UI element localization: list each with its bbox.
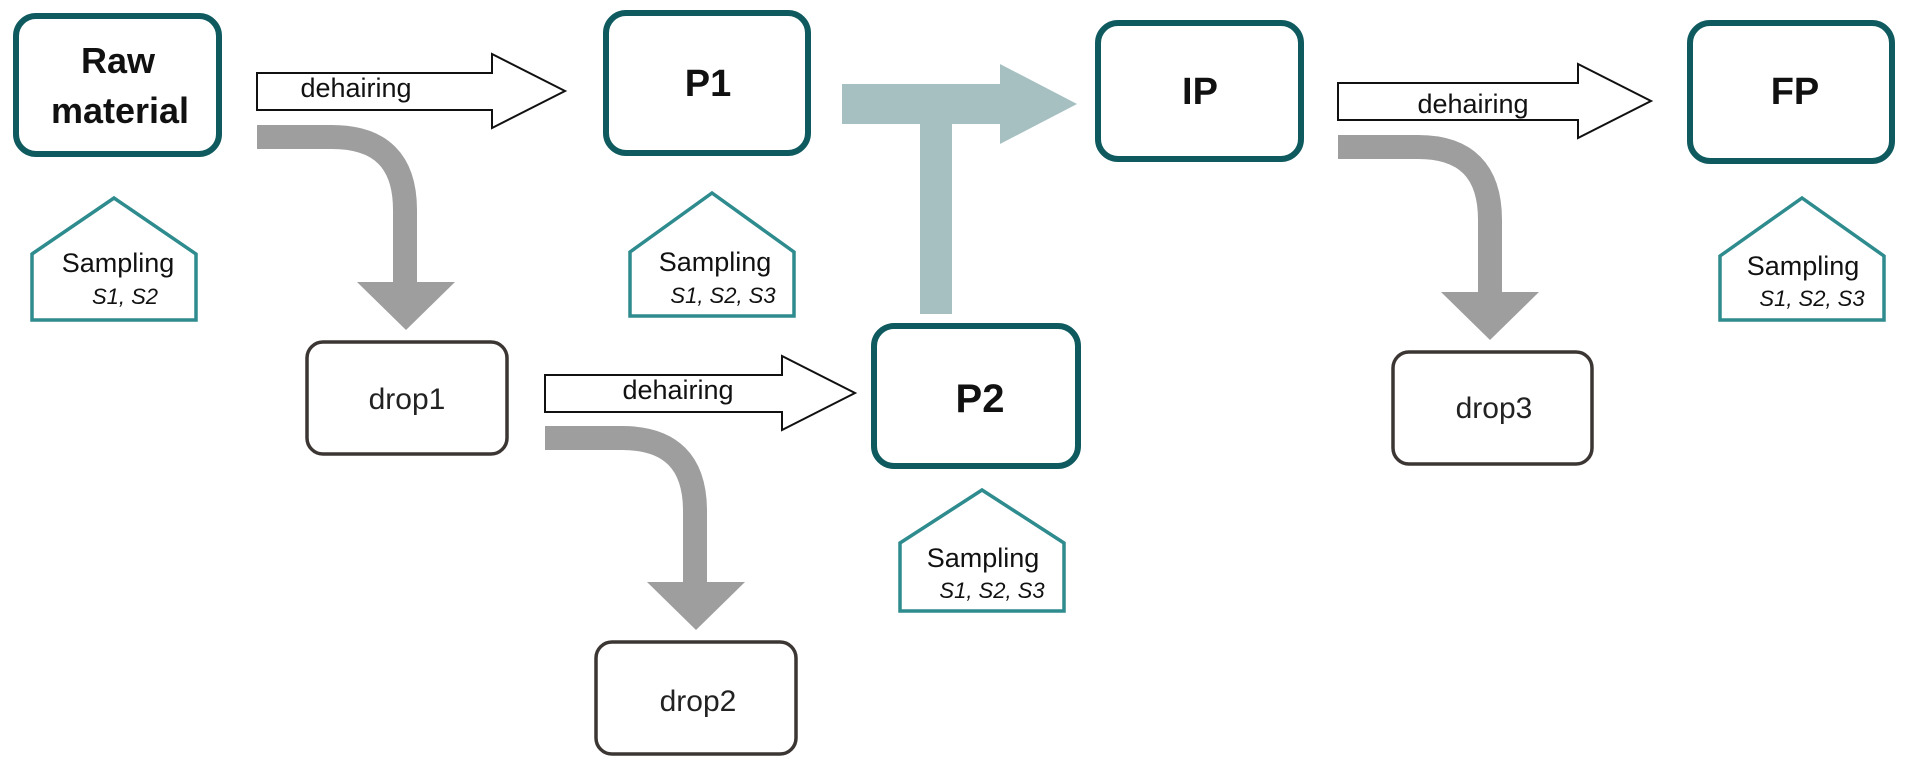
stage-label: P1 <box>685 63 731 105</box>
stage-label: IP <box>1182 71 1218 113</box>
sampling-marker-p2: Sampling S1, S2, S3 <box>898 487 1066 613</box>
stage-fp: FP <box>1687 20 1895 164</box>
sampling-codes: S1, S2, S3 <box>1759 286 1865 311</box>
sampling-codes: S1, S2, S3 <box>939 578 1045 603</box>
sampling-title: Sampling <box>659 247 772 277</box>
drop-box-3: drop3 <box>1391 350 1594 466</box>
stage-label: FP <box>1771 71 1820 113</box>
stage-label-line1: Raw <box>81 40 156 81</box>
sampling-marker-fp: Sampling S1, S2, S3 <box>1718 195 1886 322</box>
stage-ip: IP <box>1095 20 1304 162</box>
sampling-title: Sampling <box>62 248 175 278</box>
stage-label: P2 <box>956 377 1005 421</box>
stage-p2: P2 <box>871 323 1081 469</box>
dehairing-arrow-drop1-to-p2: dehairing <box>544 354 858 432</box>
stage-label-line2: material <box>51 90 189 131</box>
stage-raw-material: Raw material <box>13 13 222 157</box>
dehairing-label: dehairing <box>1417 89 1528 119</box>
waste-arrow-drop1-to-drop2 <box>545 426 745 630</box>
merge-arrow-into-ip <box>842 64 1077 314</box>
dehairing-arrow-raw-to-p1: dehairing <box>256 52 568 130</box>
waste-arrow-raw-to-drop1 <box>257 125 455 330</box>
drop-box-2: drop2 <box>594 640 798 756</box>
dehairing-arrow-ip-to-fp: dehairing <box>1337 62 1654 140</box>
sampling-marker-p1: Sampling S1, S2, S3 <box>628 190 796 318</box>
drop-label: drop1 <box>369 383 446 416</box>
stage-p1: P1 <box>603 10 811 156</box>
sampling-title: Sampling <box>927 543 1040 573</box>
sampling-title: Sampling <box>1747 251 1860 281</box>
drop-box-1: drop1 <box>305 340 509 456</box>
waste-arrow-ip-to-drop3 <box>1338 135 1539 340</box>
sampling-marker-raw-material: Sampling S1, S2 <box>30 195 198 322</box>
sampling-codes: S1, S2, S3 <box>670 283 776 308</box>
drop-label: drop2 <box>660 685 737 718</box>
sampling-codes: S1, S2 <box>92 284 158 309</box>
dehairing-label: dehairing <box>622 375 733 405</box>
drop-label: drop3 <box>1456 392 1533 425</box>
dehairing-label: dehairing <box>300 73 411 103</box>
